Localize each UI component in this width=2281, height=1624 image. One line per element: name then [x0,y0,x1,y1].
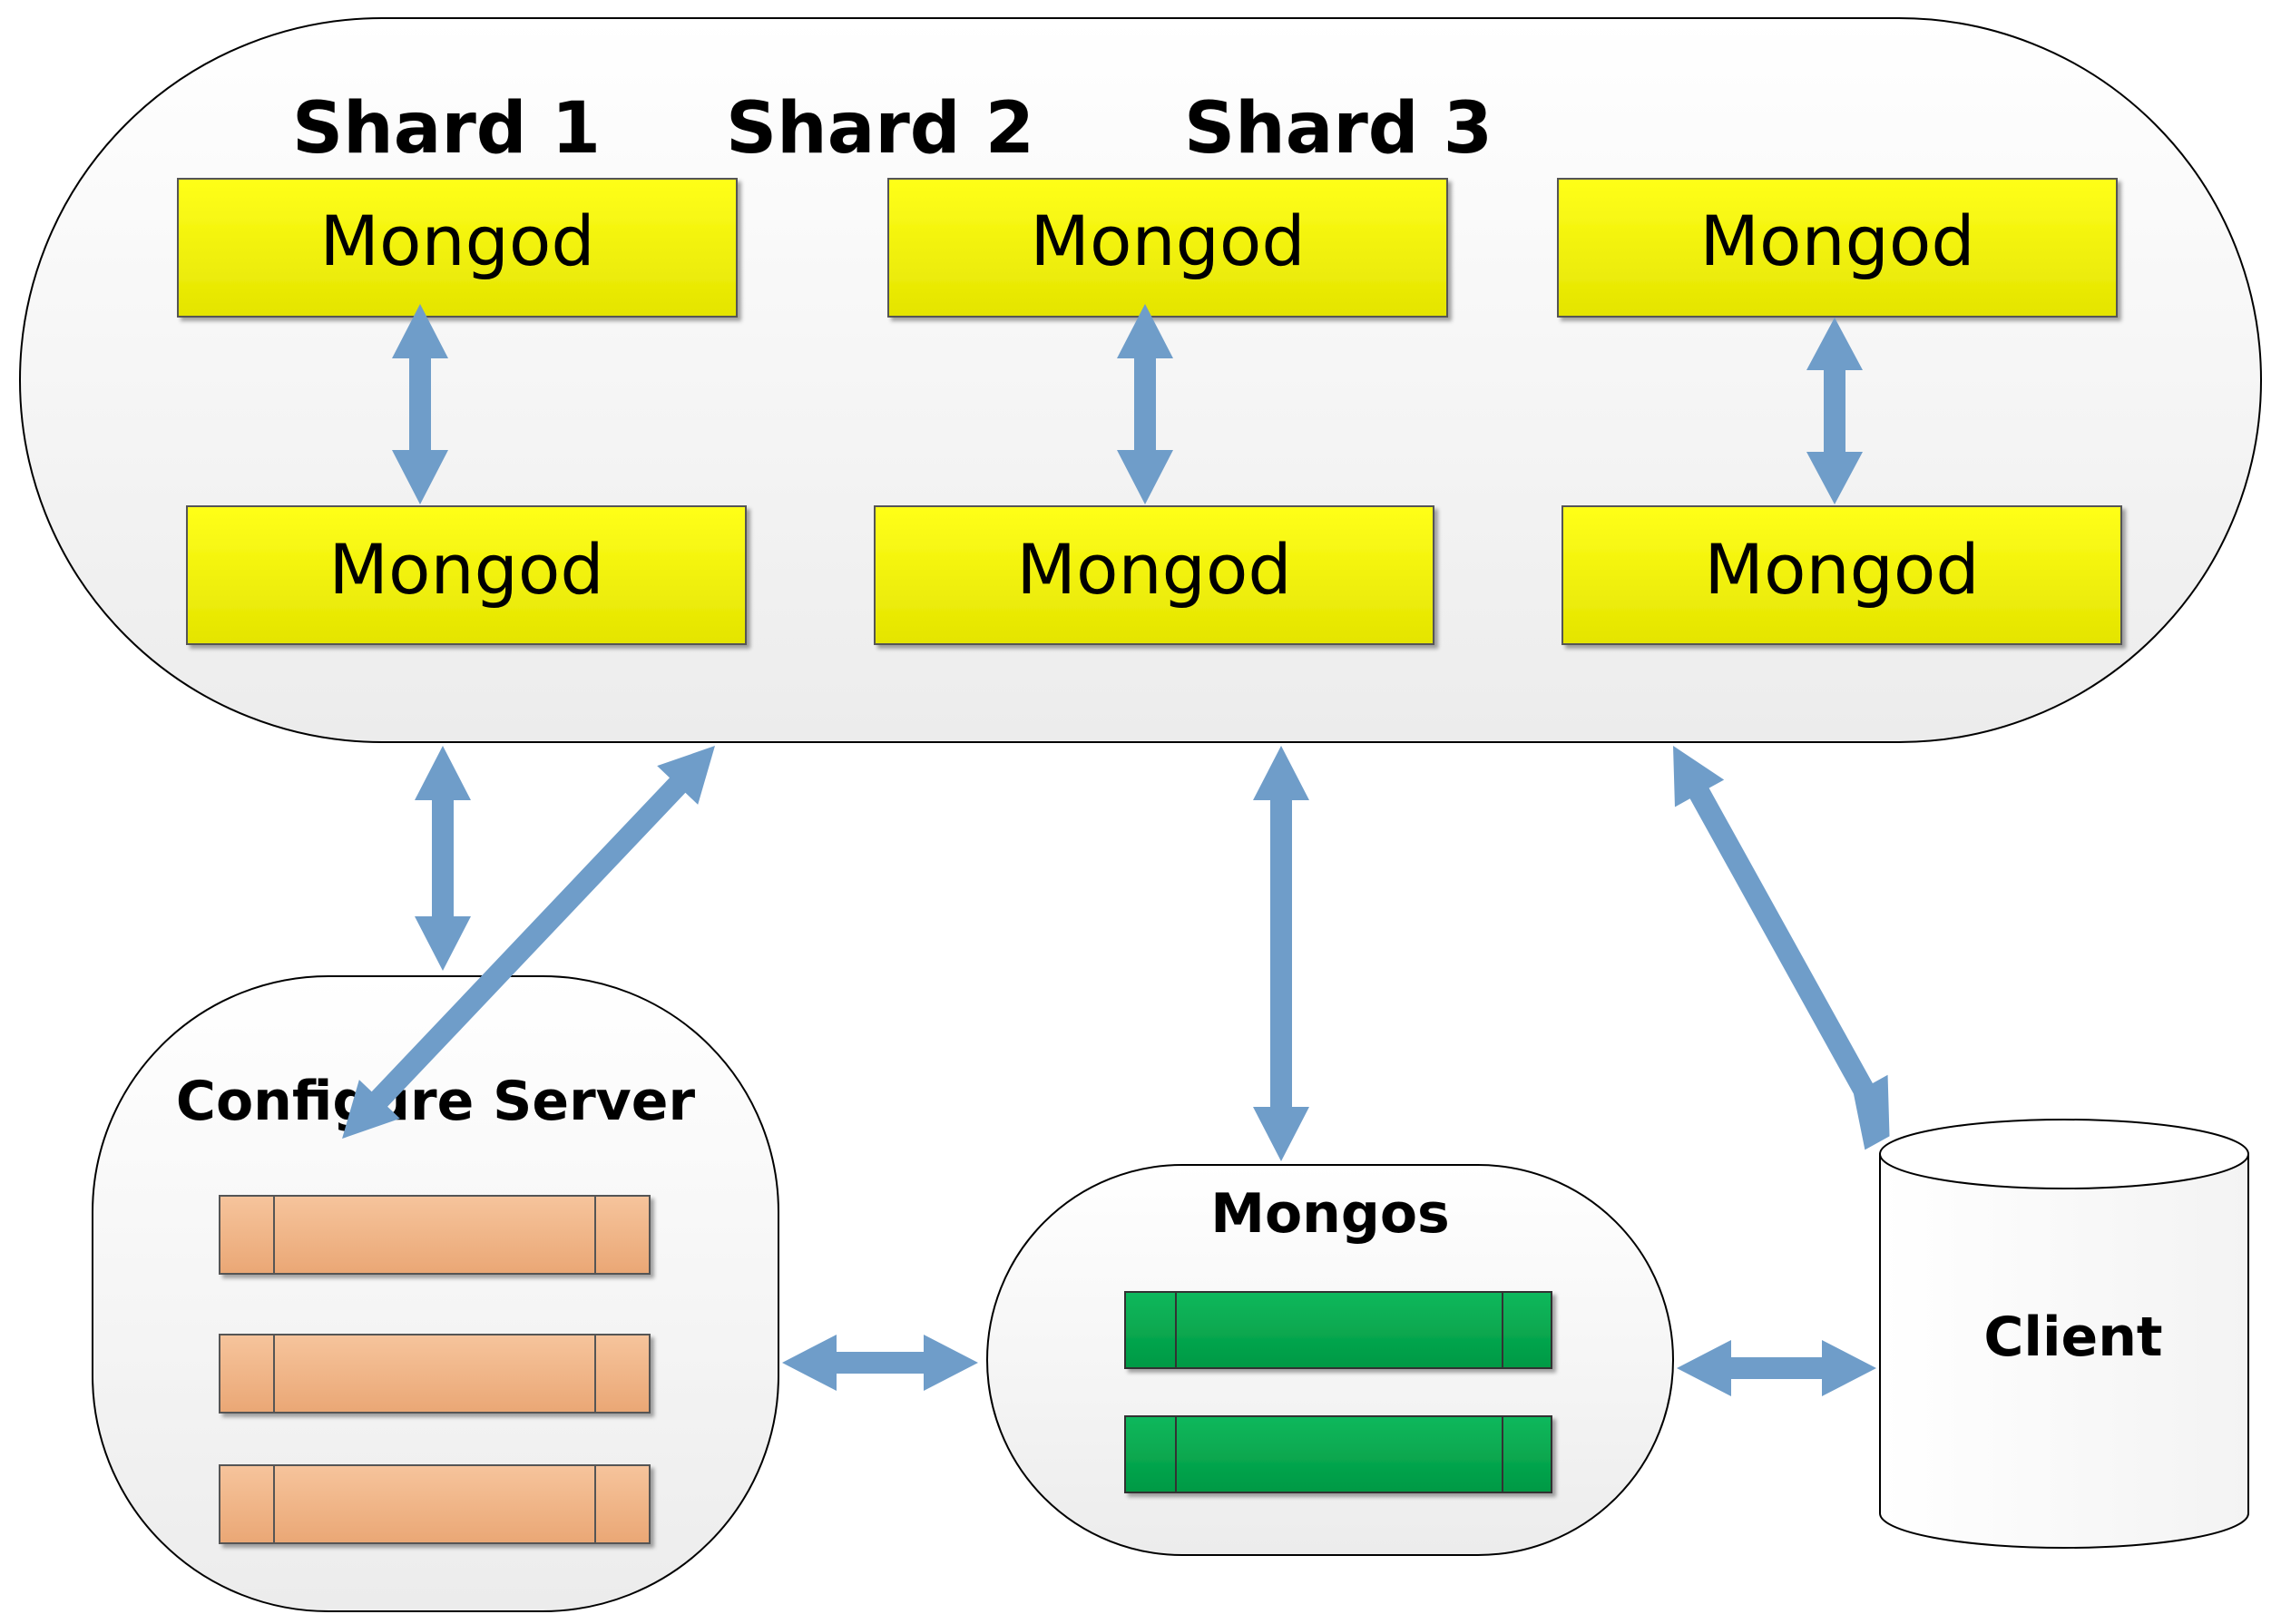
shard-cluster-container: Shard 1 Shard 2 Shard 3 Mongod Mongod Mo… [19,17,2262,743]
config-server-title: Configure Server [176,1070,696,1133]
shard-label-1: Shard 1 [292,88,601,170]
mongod-label: Mongod [328,529,603,610]
config-server-instance[interactable] [219,1195,651,1275]
mongos-instance[interactable] [1124,1415,1552,1493]
arrow-shards-mongos-center [1253,746,1309,1161]
mongod-label: Mongod [1704,529,1979,610]
config-server-instance[interactable] [219,1464,651,1544]
config-server-shell [92,975,779,1612]
replication-arrow [1806,318,1863,504]
config-server: Configure Server [92,975,779,1612]
mongod-node[interactable]: Mongod [1561,505,2122,645]
shard-label-3: Shard 3 [1184,88,1493,170]
client-cylinder-top [1879,1119,2249,1189]
mongod-label: Mongod [319,201,594,281]
mongod-node[interactable]: Mongod [1557,178,2118,318]
mongod-node[interactable]: Mongod [887,178,1448,318]
mongod-node[interactable]: Mongod [177,178,738,318]
arrow-shards-config [415,746,471,971]
shard-label-2: Shard 2 [726,88,1034,170]
arrow-config-mongos [782,1335,978,1391]
arrow-mongos-client [1677,1340,1876,1396]
mongod-label: Mongod [1030,201,1305,281]
client-cylinder-body [1879,1154,2249,1549]
arrow-shards-mongos-left [342,746,715,1140]
config-server-instance[interactable] [219,1334,651,1414]
mongod-node[interactable]: Mongod [186,505,747,645]
mongos-title: Mongos [1210,1182,1450,1246]
client-label: Client [1983,1306,2162,1369]
mongos-router: Mongos [986,1164,1674,1556]
connection-arrows [342,746,1890,1396]
mongos-instance[interactable] [1124,1291,1552,1369]
replication-arrow [1117,304,1173,504]
client-node[interactable]: Client [1879,1119,2249,1549]
mongod-node[interactable]: Mongod [874,505,1434,645]
replication-arrow [392,304,448,504]
arrow-shards-mongos-right [1673,746,1890,1150]
mongod-label: Mongod [1016,529,1291,610]
mongod-label: Mongod [1699,201,1974,281]
